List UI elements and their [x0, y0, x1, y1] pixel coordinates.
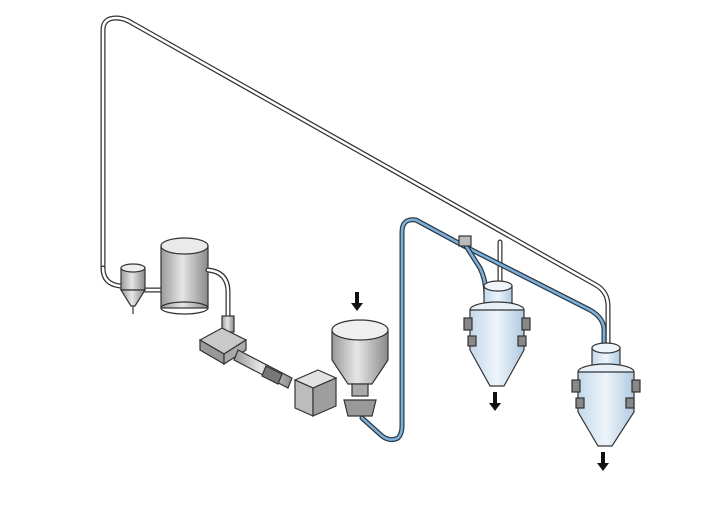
rotary-feeder: [198, 315, 248, 366]
down-arrow-icon: [489, 392, 501, 411]
cyclone-receiver-2: [571, 342, 641, 447]
tank-outlet-pipe: [205, 267, 231, 321]
feed-hopper: [331, 319, 389, 417]
cyclone-receiver-1: [463, 280, 531, 387]
vacuum-tank: [160, 237, 209, 315]
diverter-valve: [458, 235, 472, 247]
filter-cyclone: [119, 263, 147, 314]
screw-conveyor: [233, 349, 293, 389]
down-arrow-icon: [597, 452, 609, 471]
down-arrow-icon: [351, 292, 363, 311]
control-box: [293, 369, 338, 417]
